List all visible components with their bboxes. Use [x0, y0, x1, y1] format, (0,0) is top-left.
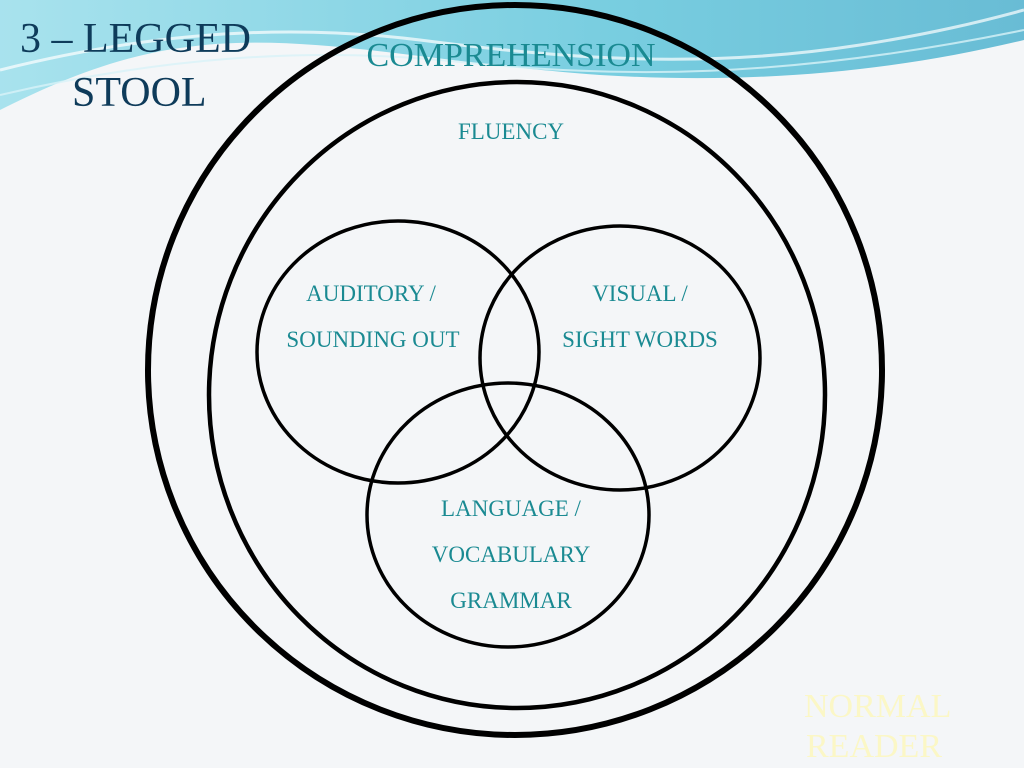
auditory-circle	[255, 219, 541, 485]
fluency-ring	[206, 79, 828, 711]
language-label-line1: LANGUAGE /	[441, 496, 581, 521]
visual-label-line2: SIGHT WORDS	[562, 327, 718, 352]
normal-reader-label-line2: READER	[806, 728, 942, 765]
auditory-label-line1: AUDITORY /	[306, 281, 436, 306]
header-wave	[0, 0, 1024, 110]
slide-title-line2: STOOL	[72, 70, 207, 116]
fluency-label: FLUENCY	[457, 119, 565, 144]
header-wave-line	[0, 29, 1024, 96]
comprehension-label: COMPREHENSION	[366, 37, 656, 74]
visual-label-line1: VISUAL /	[592, 281, 688, 306]
language-label-line2: VOCABULARY	[431, 542, 591, 567]
language-circle	[365, 381, 651, 649]
auditory-label-line2: SOUNDING OUT	[286, 327, 460, 352]
header-wave-highlight	[0, 8, 1024, 72]
slide-title-line1: 3 – LEGGED	[20, 16, 251, 62]
language-label-line3: GRAMMAR	[450, 588, 572, 613]
normal-reader-label-line1: NORMAL	[804, 688, 952, 725]
comprehension-ring	[145, 2, 885, 738]
visual-circle	[478, 224, 762, 492]
